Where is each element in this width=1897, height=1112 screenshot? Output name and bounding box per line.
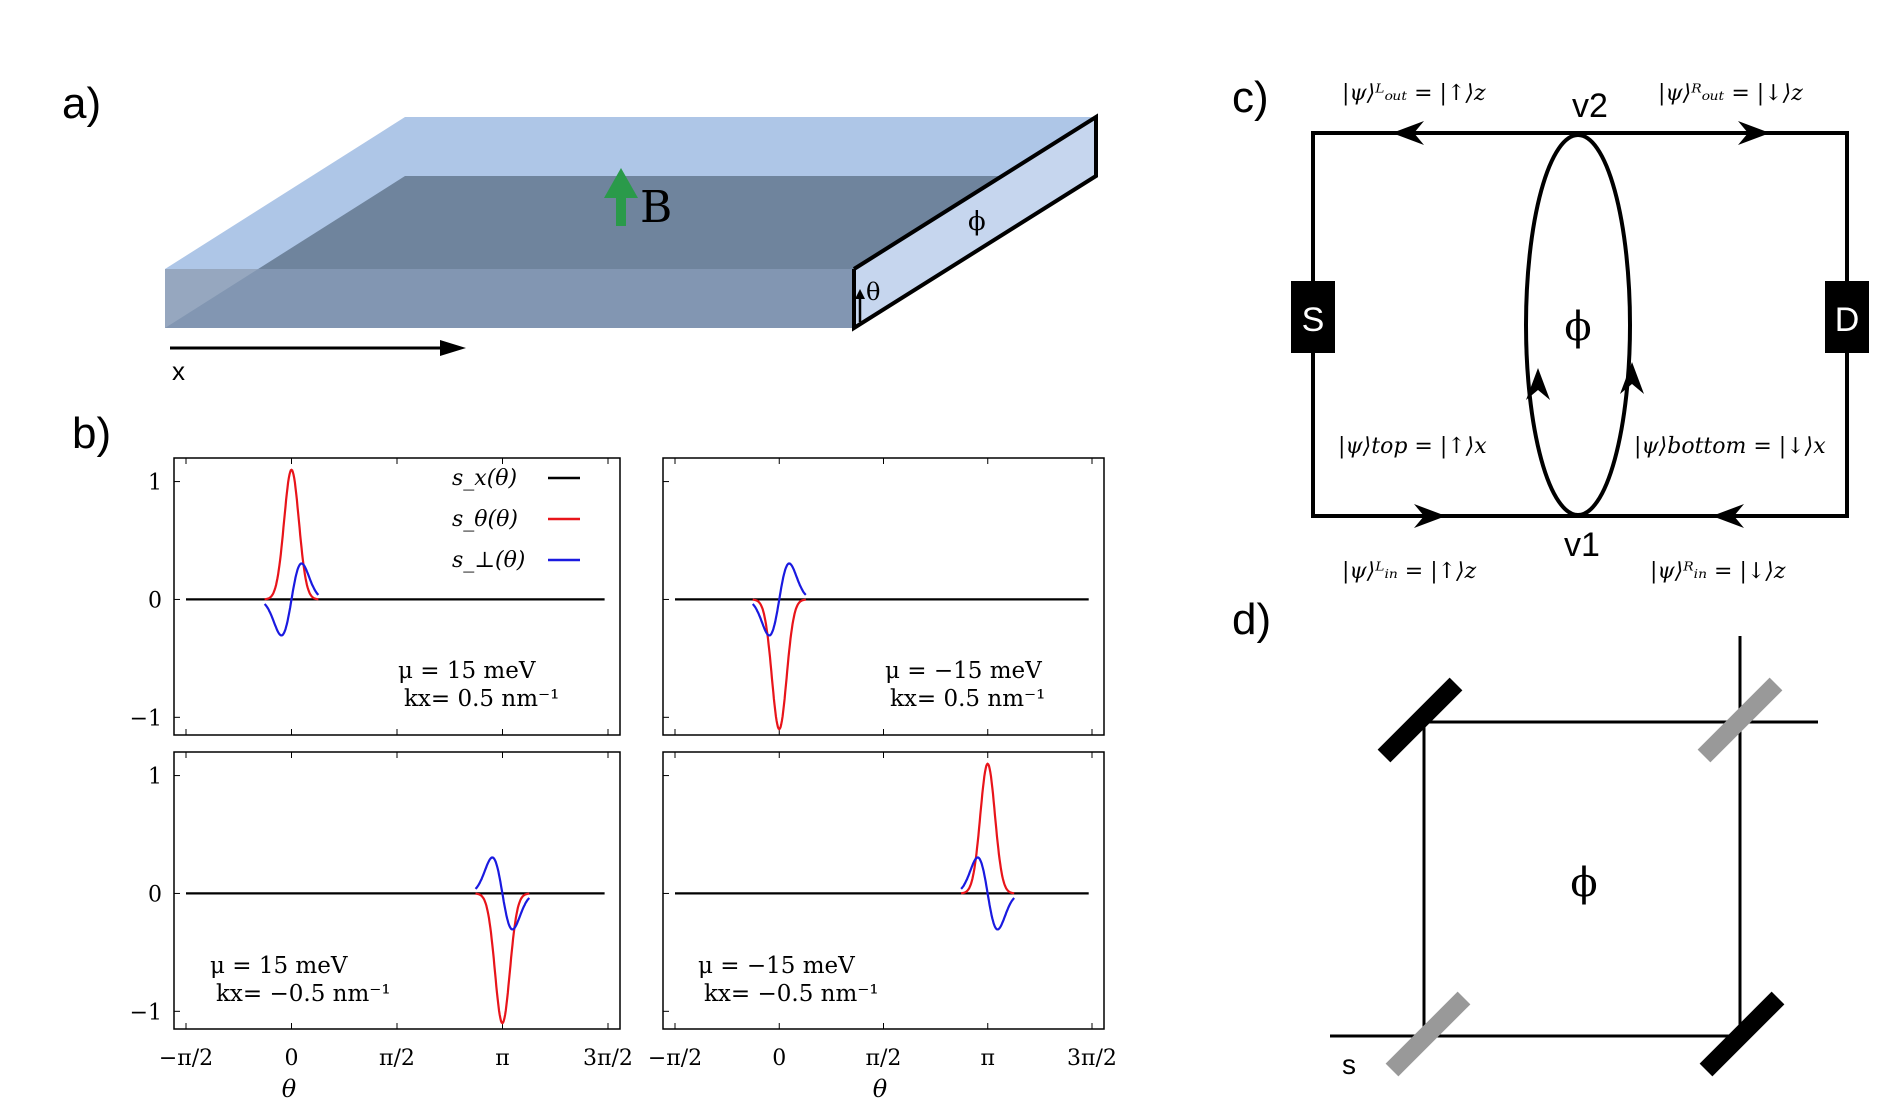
ket-in-right: |ψ⟩ᴿᵢₙ = |↓⟩z	[1650, 559, 1786, 584]
y-tick-label: 0	[148, 588, 162, 613]
series-line-3-3	[474, 856, 531, 931]
b-field-arrow-icon	[604, 168, 638, 226]
series-line-1-2	[264, 468, 319, 601]
ket-out-left: |ψ⟩ᴸₒᵤₜ = |↑⟩z	[1342, 81, 1486, 106]
panel-a-label: a)	[62, 79, 101, 128]
legend-entry-sx: s_x(θ)	[452, 466, 517, 491]
panel-a-slab: θ ϕ B x	[165, 113, 1098, 386]
legend-entry-stheta: s_θ(θ)	[452, 507, 518, 532]
legend: s_x(θ) s_θ(θ) s_⊥(θ)	[452, 466, 580, 573]
arrow-in-left-icon	[1414, 504, 1446, 528]
x-tick-labels: −π/2 0 π/2 π 3π/2 −π/2 0 π/2 π 3π/2	[159, 1046, 1117, 1071]
series-line-2-2	[752, 598, 806, 731]
arrow-bottom-icon	[1620, 362, 1644, 394]
annotation-1-k: kx= 0.5 nm⁻¹	[404, 686, 559, 712]
ket-in-left: |ψ⟩ᴸᵢₙ = |↑⟩z	[1342, 559, 1477, 584]
slab-side-face	[854, 117, 1096, 328]
panel-b-plots: 1 0 −1 1 0 −1	[130, 457, 1105, 1030]
y-tick-label: 1	[148, 471, 162, 496]
x-tick-label: 0	[772, 1046, 786, 1071]
x-axis-label-left: θ	[282, 1075, 297, 1103]
x-tick-label: 0	[285, 1046, 299, 1071]
series-line-3-2	[475, 892, 530, 1025]
x-tick-label: 3π/2	[1067, 1046, 1117, 1071]
phi-label: ϕ	[968, 207, 986, 237]
panel-b-label: b)	[72, 409, 111, 458]
y-tick-label: −1	[130, 1000, 162, 1025]
arrow-out-left-icon	[1392, 121, 1424, 145]
legend-entry-sperp: s_⊥(θ)	[452, 548, 525, 573]
arrow-top-icon	[1526, 368, 1550, 400]
source-box	[1291, 281, 1335, 353]
x-tick-label: π/2	[379, 1046, 415, 1071]
inner-ring	[1524, 133, 1632, 517]
x-axis-label-right: θ	[873, 1075, 888, 1103]
drain-label: D	[1835, 301, 1860, 339]
annotation-1-mu: μ = 15 meV	[398, 658, 536, 684]
mirror-bottom-right	[1699, 991, 1785, 1077]
v1-label: v1	[1564, 526, 1600, 564]
y-tick-label: −1	[130, 706, 162, 731]
annotation-2-k: kx= 0.5 nm⁻¹	[890, 686, 1045, 712]
beam-splitter-bottom-left	[1385, 991, 1471, 1077]
source-label: S	[1302, 301, 1325, 339]
v2-label: v2	[1572, 87, 1608, 125]
series-line-4-2	[960, 762, 1015, 895]
annotation-4-mu: μ = −15 meV	[698, 953, 855, 979]
annotation-2-mu: μ = −15 meV	[885, 658, 1042, 684]
annotation-3-mu: μ = 15 meV	[210, 953, 348, 979]
series-line-4-3	[960, 856, 1015, 931]
panel-d-diagram: ϕ s	[1330, 636, 1818, 1080]
x-axis-label: x	[172, 356, 185, 386]
mirror-top-left	[1377, 677, 1463, 763]
series-line-2-3	[751, 562, 807, 637]
x-tick-label: 3π/2	[583, 1046, 633, 1071]
x-tick-label: π/2	[866, 1046, 902, 1071]
x-axis-arrowhead	[440, 340, 466, 356]
annotation-3-k: kx= −0.5 nm⁻¹	[216, 981, 391, 1007]
drain-box	[1825, 281, 1869, 353]
x-tick-label: π	[495, 1046, 509, 1071]
y-tick-label: 0	[148, 882, 162, 907]
arrow-in-right-icon	[1712, 504, 1744, 528]
panel-d-label: d)	[1232, 595, 1271, 644]
phi-label-d: ϕ	[1570, 860, 1597, 906]
panel-c-label: c)	[1232, 73, 1269, 122]
ket-top: |ψ⟩top = |↑⟩x	[1338, 434, 1487, 459]
y-tick-label: 1	[148, 765, 162, 790]
x-tick-label: −π/2	[648, 1046, 702, 1071]
ket-out-right: |ψ⟩ᴿₒᵤₜ = |↓⟩z	[1658, 81, 1803, 106]
slab-side-outline	[852, 113, 1098, 332]
theta-arrowhead	[855, 289, 865, 299]
ket-bottom: |ψ⟩bottom = |↓⟩x	[1634, 434, 1826, 459]
panel-c-diagram: S D ϕ v2 v1 |ψ⟩ᴸₒᵤₜ = |↑⟩z |ψ⟩ᴿₒᵤₜ = |↓⟩…	[1291, 81, 1869, 584]
slab-front-shade	[165, 269, 854, 328]
source-label-d: s	[1342, 1049, 1356, 1080]
phi-label-c: ϕ	[1564, 304, 1591, 350]
x-tick-label: π	[981, 1046, 995, 1071]
annotation-4-k: kx= −0.5 nm⁻¹	[704, 981, 879, 1007]
b-field-label: B	[640, 182, 672, 233]
x-tick-label: −π/2	[159, 1046, 213, 1071]
beam-splitter-top-right	[1697, 677, 1783, 763]
theta-label: θ	[866, 278, 880, 306]
arrow-out-right-icon	[1738, 121, 1770, 145]
series-line-1-3	[263, 562, 320, 637]
